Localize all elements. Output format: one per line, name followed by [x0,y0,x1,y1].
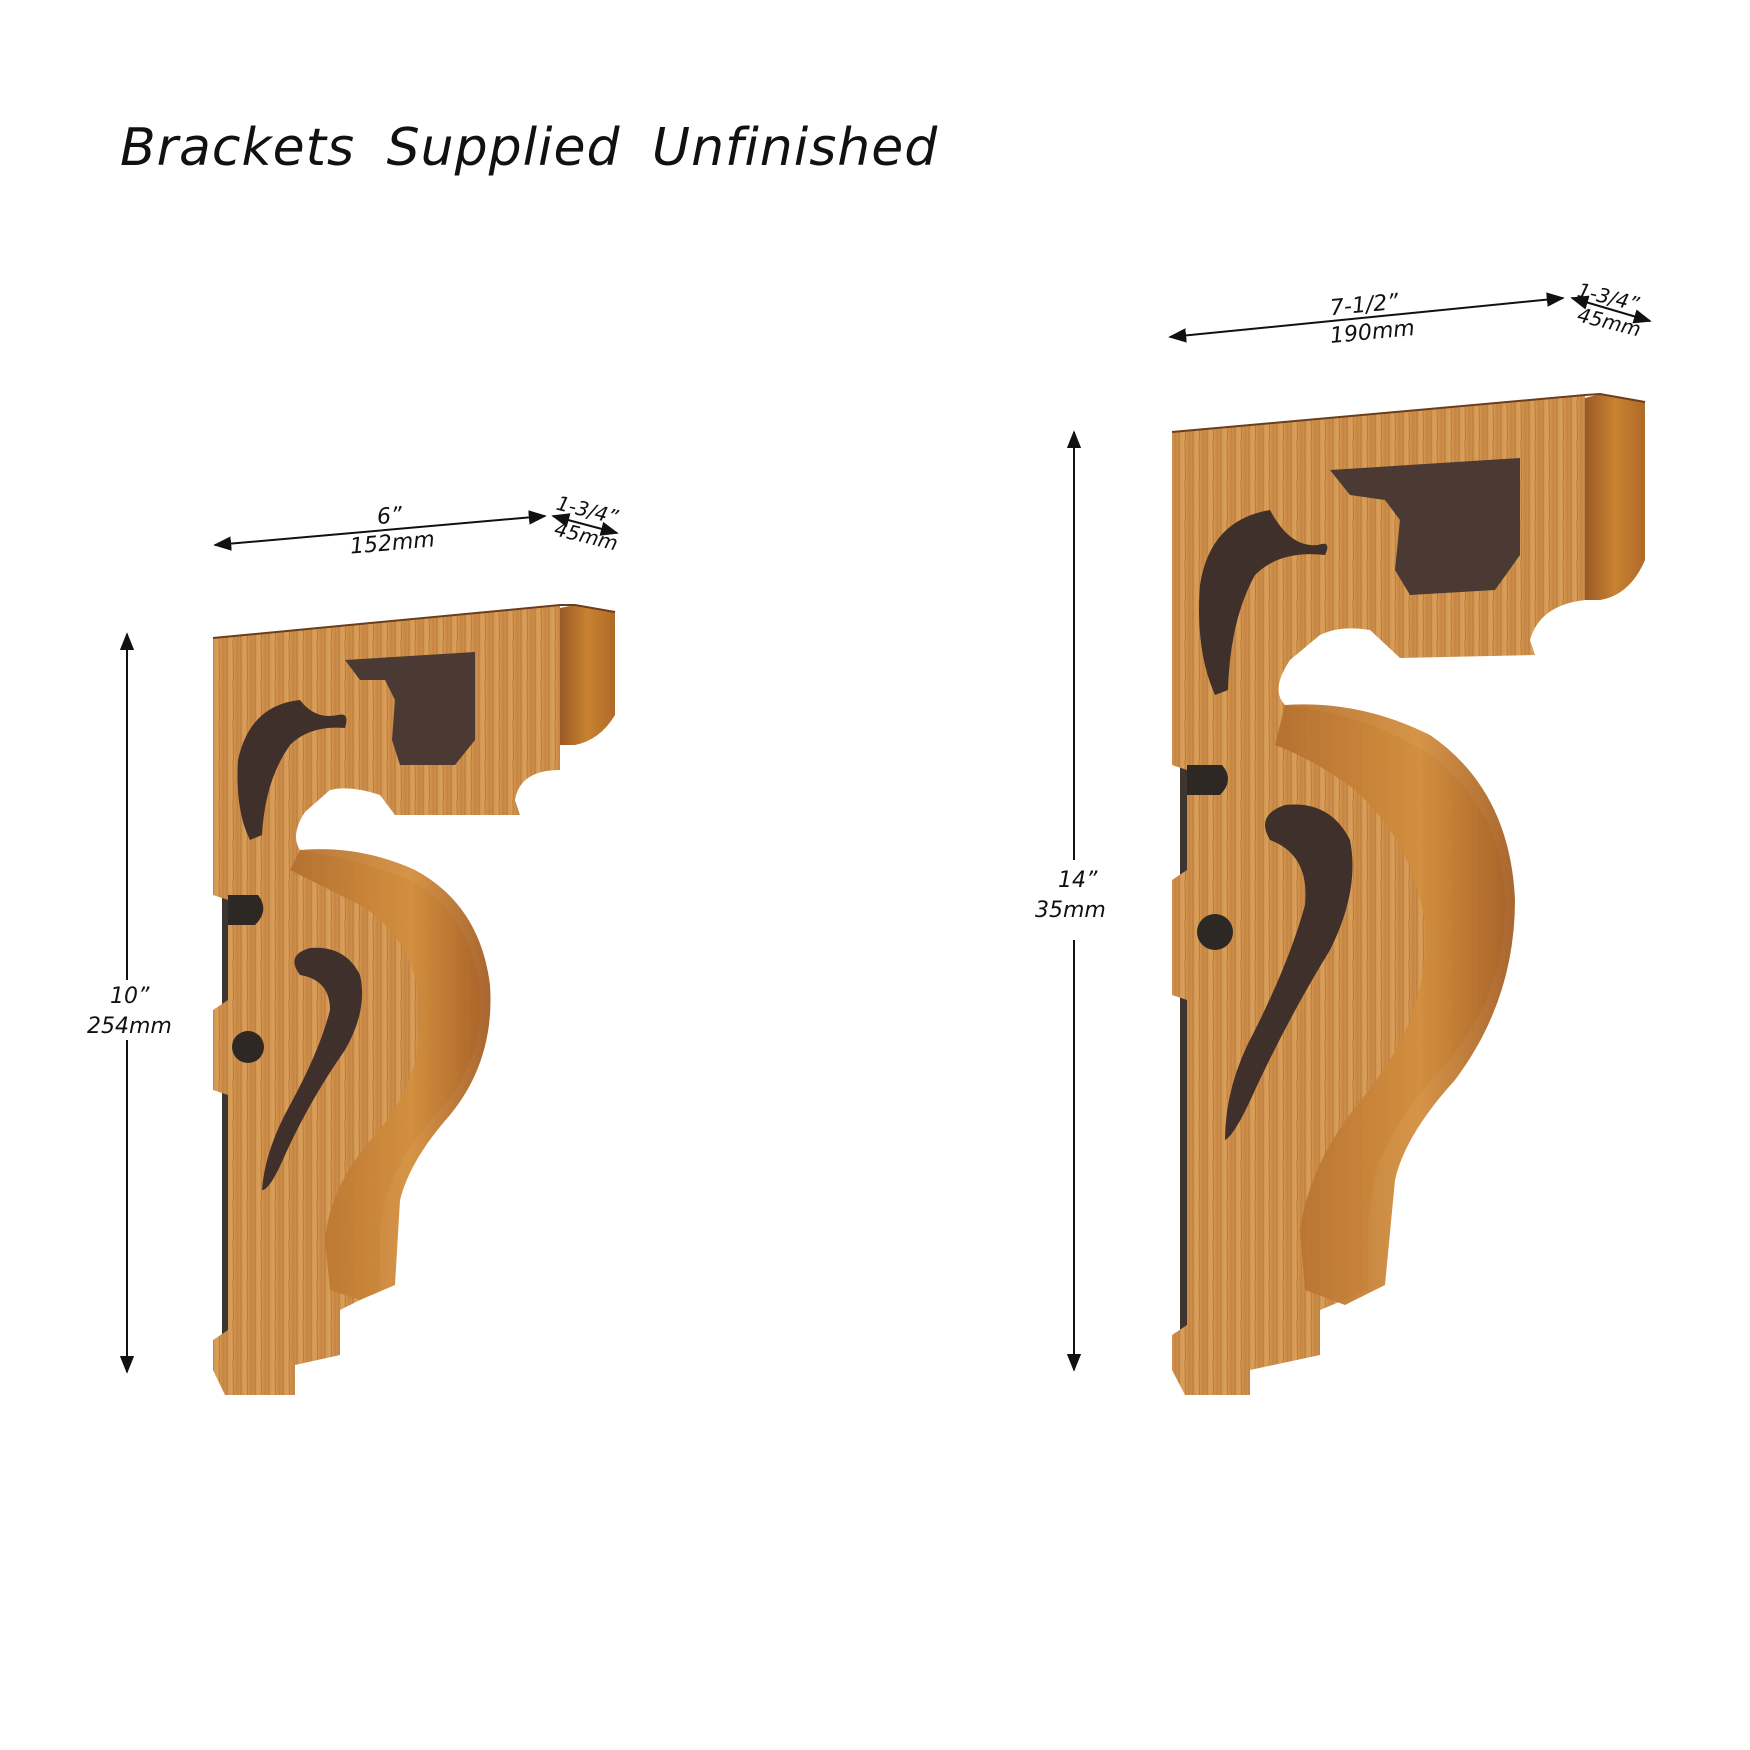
cutout-notch [228,895,264,925]
cutout-notch [1187,765,1229,795]
bracket-top-edge [212,604,616,639]
height-mm-large: 35mm [1035,898,1106,923]
label-backdrop [85,980,175,1040]
cutout-scroll-s [262,947,363,1190]
cutout-scroll-s [1225,804,1353,1140]
bracket-front-face [1172,395,1585,1395]
bracket-small [212,604,616,1395]
bracket-large [1171,392,1646,1395]
cutout-top-window [345,652,475,765]
cutout-crescent [1199,510,1328,695]
height-in-large: 14” [1058,868,1098,893]
width-in-small: 6” [375,502,404,531]
page-title: Brackets Supplied Unfinished [120,118,939,178]
arrow-width-small [213,510,547,551]
arrow-width-large [1168,292,1565,343]
height-in-small: 10” [110,984,150,1009]
bracket-side-face [1585,394,1645,600]
cutout-crescent [237,700,347,840]
bracket-front-face [213,605,560,1395]
arrow-depth-large [1570,295,1652,324]
arrow-depth-small [551,513,619,536]
mounting-hole [1197,914,1233,950]
mounting-hole [232,1031,264,1063]
bracket-side-face [560,605,615,745]
bracket-scroll [290,849,491,1300]
cutout-top-window [1330,458,1520,595]
height-mm-small: 254mm [87,1014,172,1039]
bracket-top-edge [1171,392,1646,433]
bracket-scroll [1275,704,1515,1305]
